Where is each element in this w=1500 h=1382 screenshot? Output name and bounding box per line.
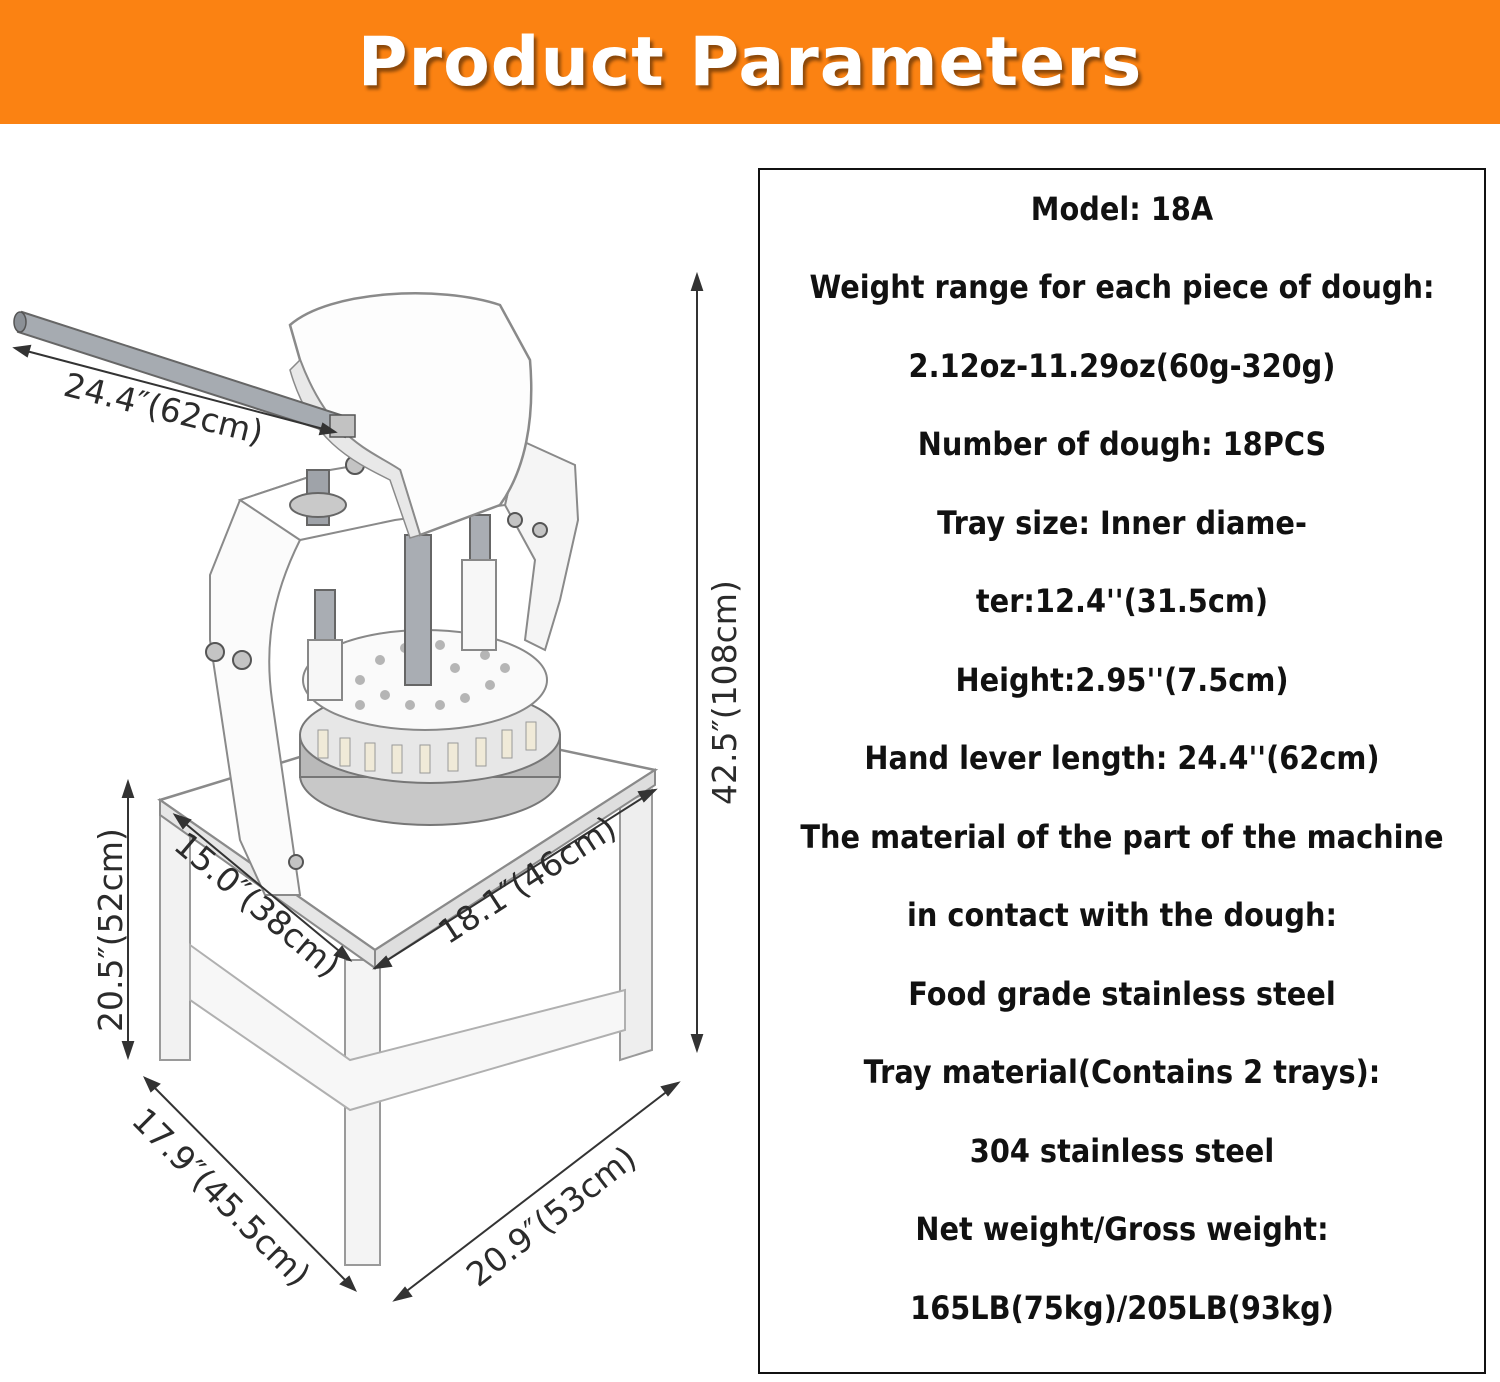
- spec-material-label: The material of the part of the machine: [800, 818, 1444, 856]
- total-height-label: 42.5″(108cm): [705, 580, 744, 805]
- spec-weight-value: 165LB(75kg)/205LB(93kg): [910, 1289, 1334, 1327]
- spec-weight-label: Net weight/Gross weight:: [915, 1210, 1329, 1248]
- spec-tray-material-label: Tray material(Contains 2 trays):: [863, 1053, 1381, 1091]
- spec-tray-size: Tray size: Inner diame-: [937, 504, 1307, 542]
- spec-tray-diameter: ter:12.4''(31.5cm): [975, 582, 1269, 620]
- dough-divider-machine-image: [13, 292, 659, 1266]
- spec-material-value: Food grade stainless steel: [908, 975, 1336, 1013]
- product-figure: 24.4″(62cm) 42.5″(108cm) 20.5″(52cm) 15.…: [12, 271, 744, 1302]
- spec-tray-height: Height:2.95''(7.5cm): [955, 661, 1289, 699]
- specifications-panel: Model: 18A Weight range for each piece o…: [758, 168, 1486, 1374]
- table-height-label: 20.5″(52cm): [91, 828, 130, 1032]
- spec-dough-count: Number of dough: 18PCS: [917, 425, 1327, 463]
- spec-weight-range-value: 2.12oz-11.29oz(60g-320g): [908, 347, 1336, 385]
- spec-material-label-cont: in contact with the dough:: [907, 896, 1337, 934]
- spec-lever-length: Hand lever length: 24.4''(62cm): [864, 739, 1380, 777]
- spec-weight-range-label: Weight range for each piece of dough:: [809, 268, 1435, 306]
- page-title: Product Parameters: [357, 22, 1143, 102]
- spec-tray-material-value: 304 stainless steel: [969, 1132, 1275, 1170]
- spec-model: Model: 18A: [1030, 190, 1214, 228]
- base-depth-label: 17.9″(45.5cm): [124, 1100, 318, 1294]
- dimension-lines: [12, 271, 704, 1302]
- header-banner: Product Parameters: [0, 0, 1500, 124]
- base-width-label: 20.9″(53cm): [459, 1138, 644, 1294]
